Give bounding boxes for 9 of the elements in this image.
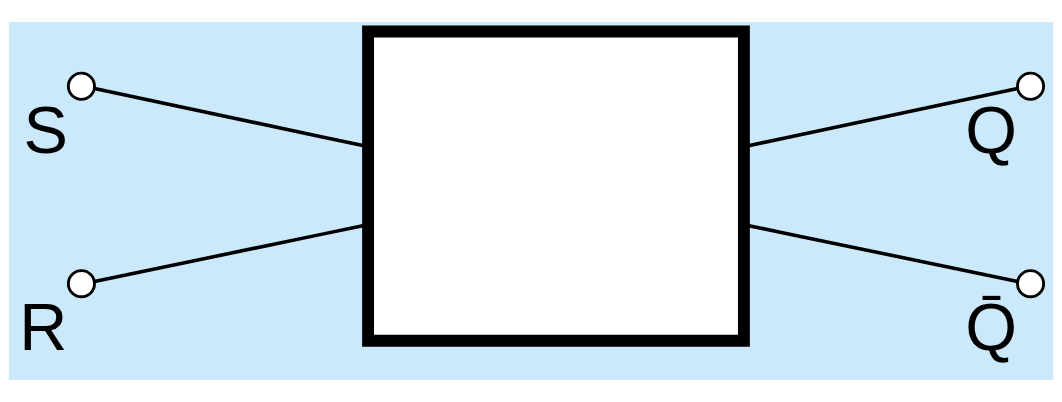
node-label: R [19,290,68,365]
node-label: Q̄ [965,290,1018,365]
node-circle [1016,71,1046,101]
node-circle [66,269,96,299]
node-label: Q [965,92,1018,167]
node-box [362,25,750,347]
node-circle [66,71,96,101]
node-label: S [23,92,68,167]
node-circle [1016,269,1046,299]
